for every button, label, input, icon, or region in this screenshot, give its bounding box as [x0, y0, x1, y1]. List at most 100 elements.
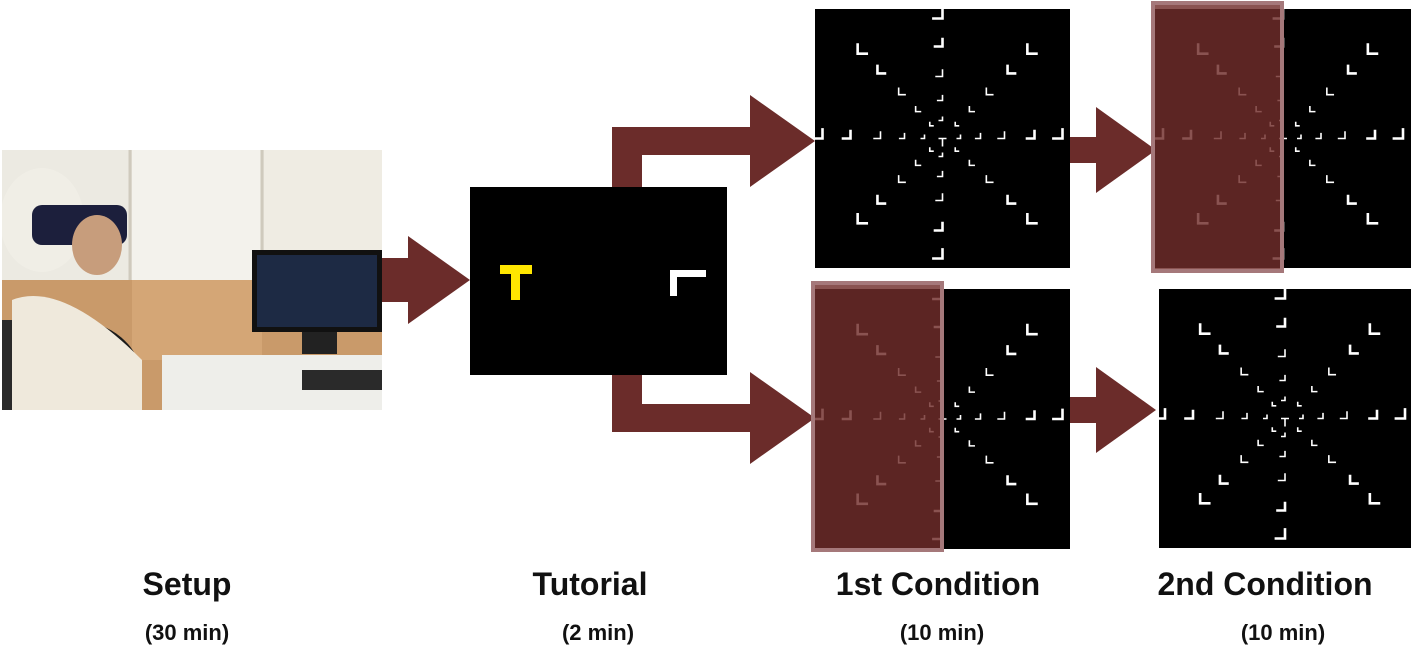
L-corner-icon [897, 87, 906, 96]
L-corner-icon [1184, 409, 1195, 420]
T-letter-icon [1281, 417, 1289, 427]
L-corner-icon [985, 367, 994, 376]
L-corner-icon [1026, 493, 1038, 506]
L-corner-icon [954, 427, 960, 433]
L-corner-icon [932, 248, 944, 260]
first-condition-occluded-region [811, 281, 944, 552]
L-corner-icon [1296, 427, 1302, 433]
L-corner-icon [935, 69, 944, 78]
L-corner-icon [968, 159, 975, 167]
L-corner-icon [1366, 43, 1379, 55]
L-corner-icon [1394, 408, 1407, 420]
second-condition-duration: (10 min) [1240, 620, 1326, 645]
L-corner-icon [873, 131, 882, 140]
L-corner-icon [914, 106, 922, 113]
L-corner-icon [1297, 134, 1302, 140]
arrow-tutorial-to-first-bottom [612, 372, 815, 464]
L-corner-icon [932, 9, 944, 20]
L-corner-icon [1337, 131, 1346, 140]
L-corner-icon [1392, 128, 1405, 140]
L-corner-icon [968, 440, 975, 447]
L-corner-icon [985, 175, 994, 184]
L-corner-icon [1299, 414, 1304, 420]
L-corner-icon [1279, 450, 1286, 458]
L-corner-icon [1346, 64, 1357, 75]
L-corner-icon [974, 413, 982, 420]
L-corner-icon [985, 87, 994, 96]
setup-photo [2, 150, 382, 410]
L-corner-icon [1348, 344, 1359, 355]
L-corner-icon [1326, 175, 1335, 184]
arrow-tutorial-to-first-top [612, 95, 815, 187]
L-corner-icon [841, 129, 852, 140]
participant-with-vr-headset-image [2, 150, 382, 410]
L-corner-icon [920, 134, 926, 140]
L-corner-icon [1025, 410, 1036, 421]
L-corner-icon [856, 212, 869, 225]
L-corner-icon [1026, 43, 1038, 55]
L-corner-icon [1294, 147, 1300, 153]
L-corner-icon [935, 193, 944, 202]
T-letter-icon [500, 265, 532, 300]
L-corner-icon [1240, 455, 1249, 464]
L-corner-icon [1281, 432, 1286, 438]
L-corner-icon [914, 159, 922, 167]
L-corner-icon [815, 128, 824, 140]
L-corner-icon [1263, 414, 1268, 420]
first-condition-duration: (10 min) [899, 620, 985, 645]
L-corner-icon [1277, 473, 1286, 482]
L-corner-icon [1309, 159, 1316, 167]
L-corner-icon [1326, 87, 1335, 96]
L-corner-icon [898, 132, 906, 140]
L-corner-icon [1296, 401, 1302, 407]
L-corner-icon [876, 194, 887, 205]
setup-duration: (30 min) [144, 620, 230, 645]
tutorial-panel [470, 187, 727, 375]
L-corner-icon [1274, 289, 1287, 300]
L-corner-icon [1315, 132, 1322, 140]
L-corner-icon [1215, 411, 1224, 420]
L-corner-icon [1274, 528, 1287, 540]
L-corner-icon [1276, 317, 1287, 328]
L-corner-icon [1281, 396, 1286, 402]
L-corner-icon [928, 121, 934, 127]
tutorial-duration: (2 min) [561, 620, 635, 645]
L-corner-icon [1328, 367, 1337, 376]
L-corner-icon [1366, 129, 1377, 140]
L-corner-icon [670, 270, 706, 296]
T-letter-icon [938, 137, 947, 147]
L-corner-icon [1006, 475, 1017, 486]
L-corner-icon [1006, 194, 1017, 205]
L-corner-icon [1277, 349, 1286, 358]
L-corner-icon [1006, 345, 1017, 356]
setup-title: Setup [142, 566, 232, 602]
L-corner-icon [1368, 492, 1381, 505]
L-corner-icon [1279, 374, 1286, 382]
L-corner-icon [1026, 323, 1038, 336]
L-corner-icon [1241, 412, 1248, 420]
L-corner-icon [1309, 106, 1316, 113]
L-corner-icon [938, 152, 944, 158]
second-condition-occluded-region [1151, 1, 1284, 273]
L-corner-icon [1276, 501, 1287, 512]
L-corner-icon [1198, 323, 1211, 335]
L-corner-icon [1317, 412, 1324, 420]
L-corner-icon [936, 94, 944, 102]
second-condition-title: 2nd Condition [1157, 566, 1373, 602]
L-corner-icon [1026, 212, 1038, 225]
L-corner-icon [1240, 367, 1249, 376]
L-corner-icon [1294, 121, 1300, 127]
L-corner-icon [1339, 411, 1348, 420]
L-corner-icon [938, 116, 944, 122]
L-corner-icon [956, 415, 962, 420]
L-corner-icon [985, 455, 994, 464]
first-condition-top-panel [815, 9, 1070, 268]
L-corner-icon [1025, 129, 1036, 140]
arrow-first-to-second-bottom [1070, 367, 1156, 453]
L-corner-icon [856, 43, 869, 55]
L-corner-icon [1271, 427, 1277, 433]
L-corner-icon [1366, 212, 1379, 225]
L-corner-icon [1368, 409, 1379, 420]
L-corner-icon [1311, 439, 1318, 447]
L-corner-icon [933, 221, 944, 232]
